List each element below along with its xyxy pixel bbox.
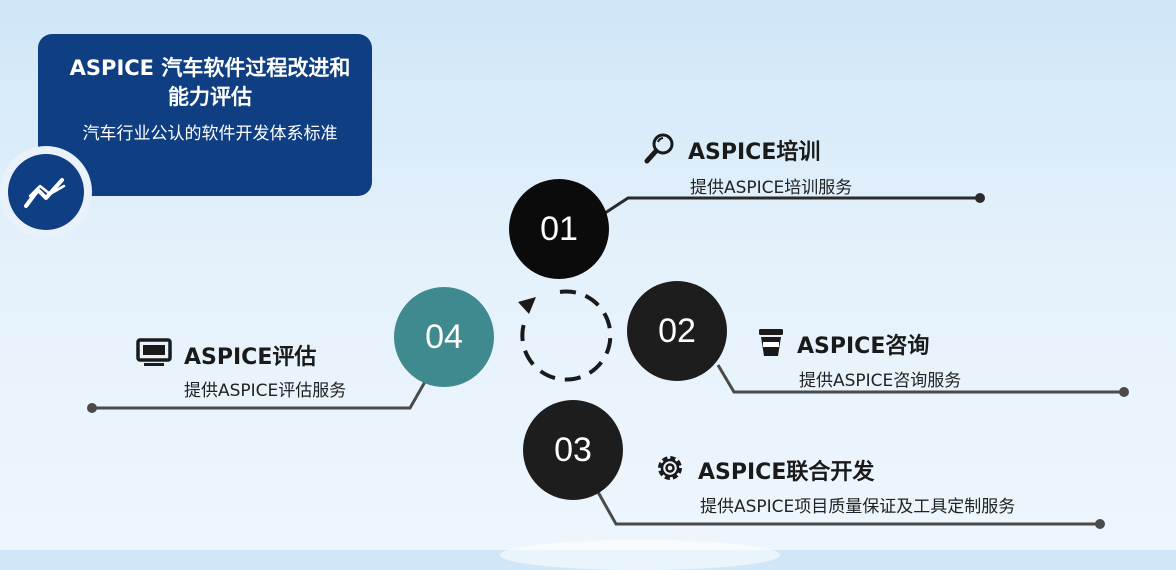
monitor-icon (136, 338, 172, 372)
gear-icon (654, 452, 686, 488)
step-03-description: 提供ASPICE项目质量保证及工具定制服务 (700, 497, 1016, 517)
card-title: ASPICE 汽车软件过程改进和能力评估 (69, 56, 351, 109)
search-icon (644, 131, 676, 169)
title-card: ASPICE 汽车软件过程改进和能力评估 汽车行业公认的软件开发体系标准 (38, 34, 372, 196)
diagram-stage: ASPICE 汽车软件过程改进和能力评估 汽车行业公认的软件开发体系标准 01 … (0, 34, 1129, 529)
step-03-title: ASPICE联合开发 (698, 460, 875, 485)
step-04-description: 提供ASPICE评估服务 (184, 381, 347, 401)
step-02-circle: 02 (627, 281, 727, 381)
connector-01-end (975, 193, 985, 203)
trend-line-icon (24, 178, 66, 208)
cup-icon (757, 326, 785, 362)
connector-01 (604, 196, 980, 215)
connector-03-end (1095, 519, 1105, 529)
cycle-arrow-icon (518, 289, 613, 382)
connector-04 (92, 379, 428, 410)
step-02-description: 提供ASPICE咨询服务 (799, 371, 962, 391)
step-04-circle: 04 (394, 287, 494, 387)
bottom-glow (500, 540, 780, 570)
connector-02-end (1119, 387, 1129, 397)
card-subtitle: 汽车行业公认的软件开发体系标准 (82, 124, 338, 144)
connector-03 (596, 491, 1100, 526)
step-01-info: ASPICE培训 提供ASPICE培训服务 (644, 131, 852, 198)
step-01-title: ASPICE培训 (688, 140, 821, 165)
trend-badge (0, 146, 92, 238)
step-03-circle: 03 (523, 400, 623, 500)
connector-lines (87, 193, 1129, 529)
step-01-description: 提供ASPICE培训服务 (690, 178, 853, 198)
connector-04-end (87, 403, 97, 413)
connector-02 (716, 364, 1124, 394)
step-03-info: ASPICE联合开发 提供ASPICE项目质量保证及工具定制服务 (654, 452, 1015, 517)
step-02-info: ASPICE咨询 提供ASPICE咨询服务 (757, 326, 961, 391)
step-04-info: ASPICE评估 提供ASPICE评估服务 (136, 338, 346, 401)
step-04-title: ASPICE评估 (184, 345, 317, 370)
step-02-title: ASPICE咨询 (797, 334, 930, 359)
step-01-circle: 01 (509, 179, 609, 279)
